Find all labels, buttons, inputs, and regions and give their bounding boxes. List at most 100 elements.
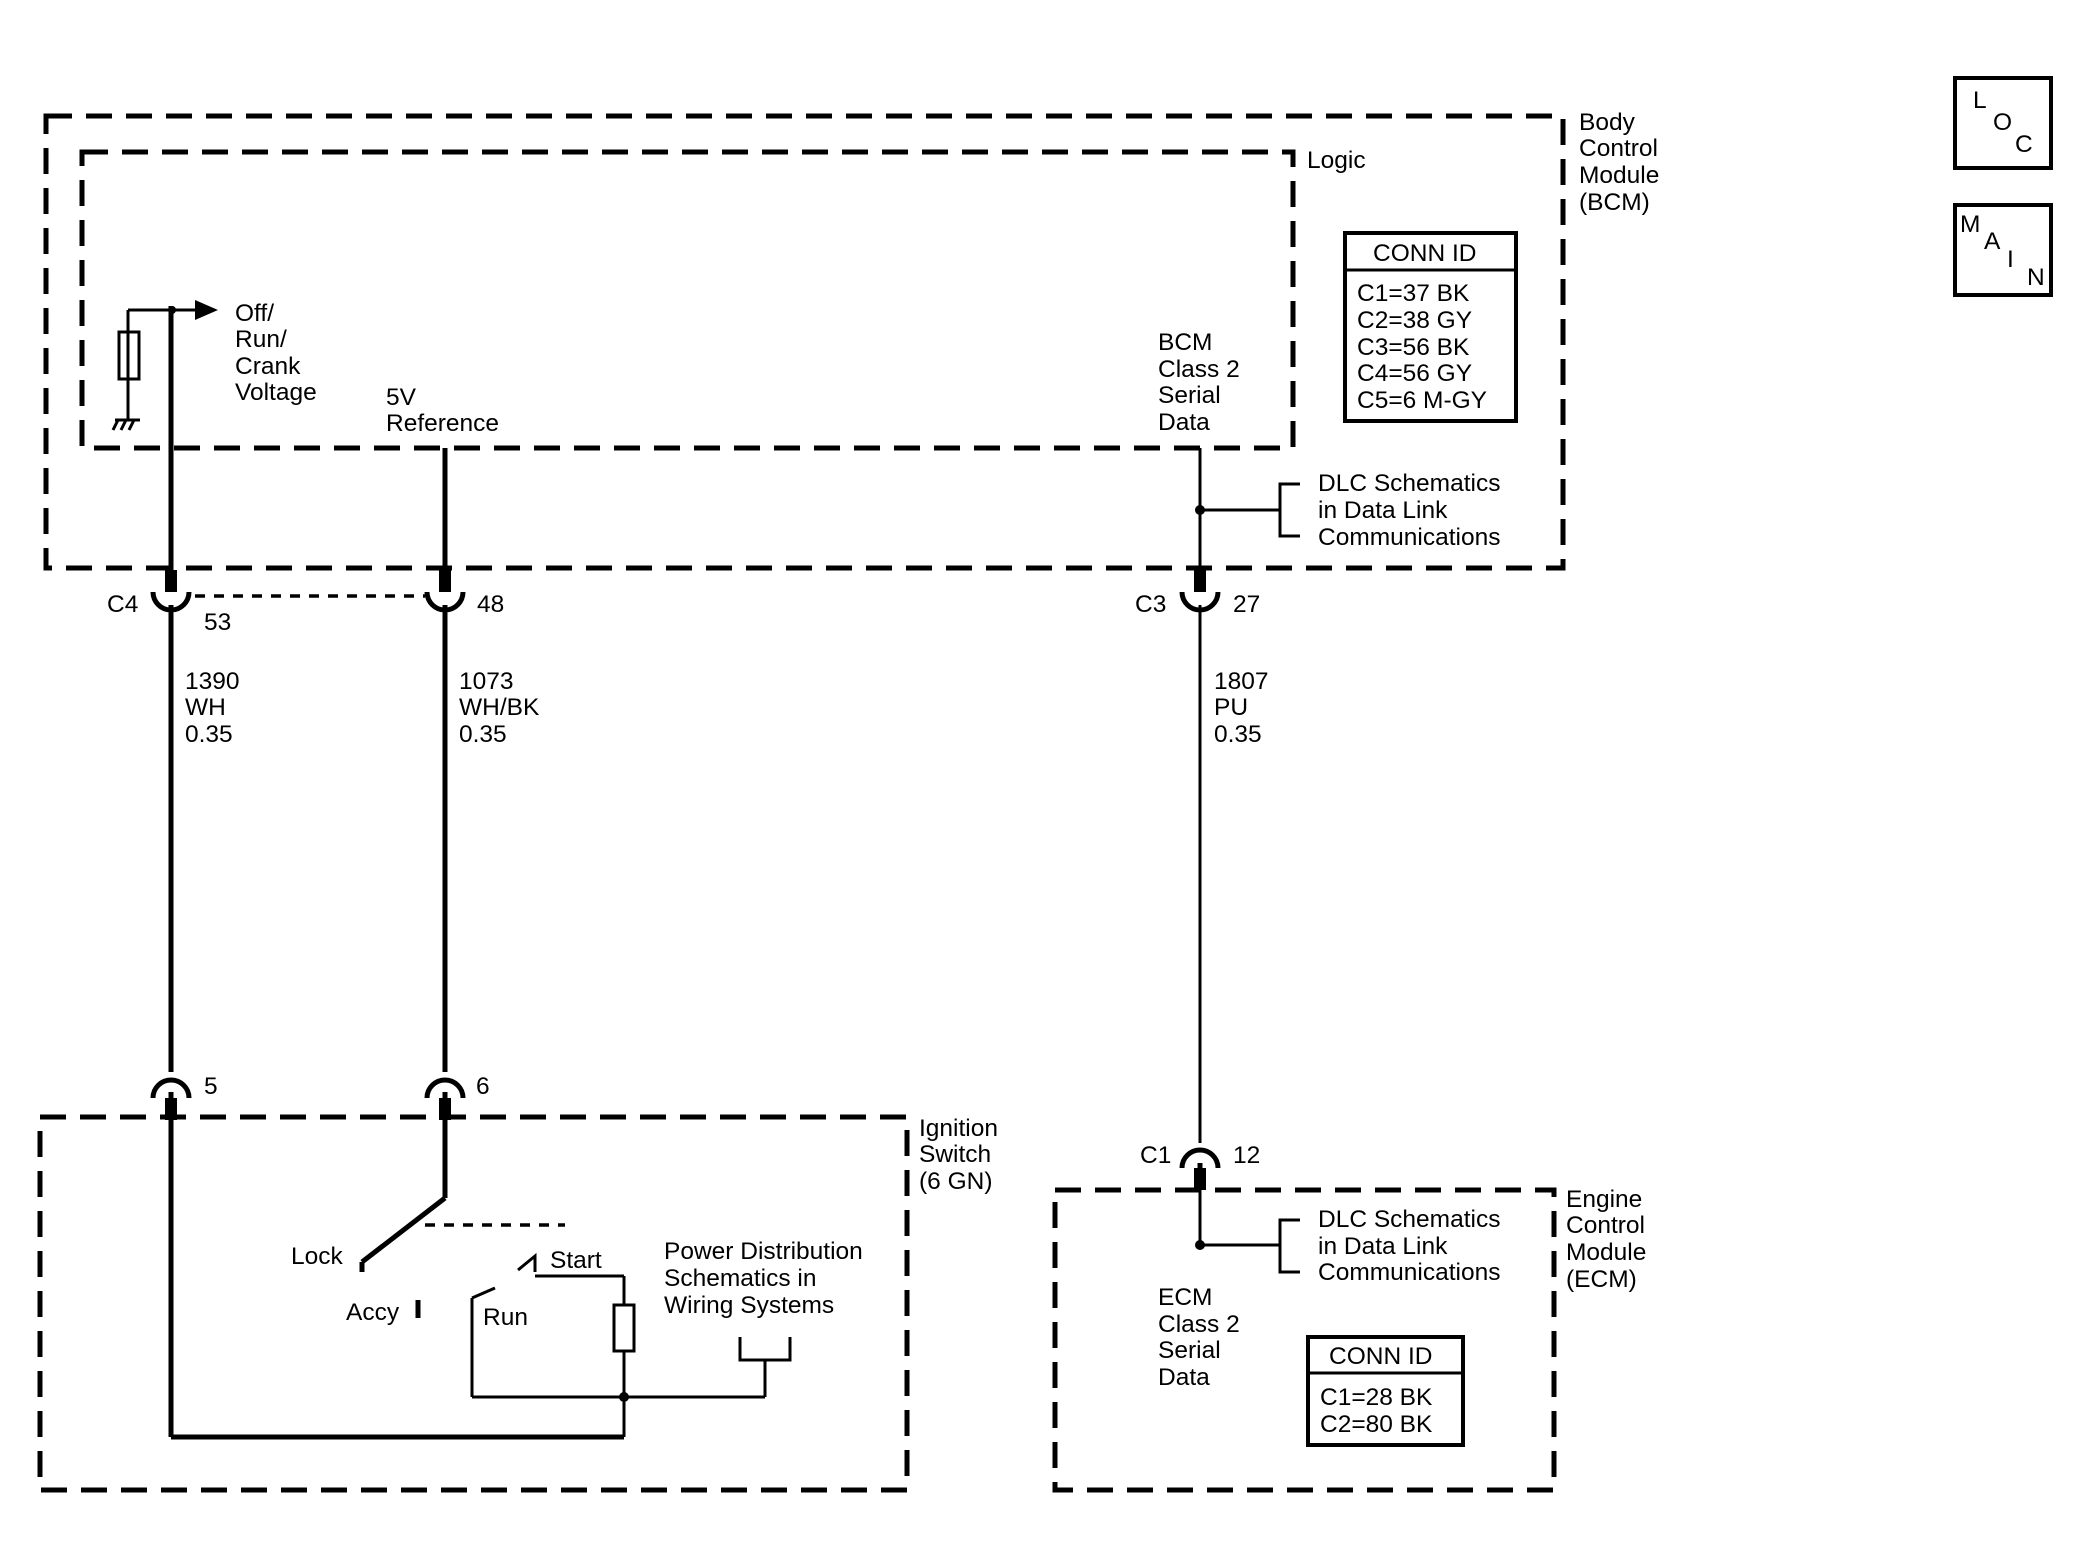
off-label-4: Voltage: [235, 379, 317, 406]
main-letter-m: M: [1960, 211, 1980, 238]
ecm-conn-row-2: C2=80 BK: [1320, 1411, 1433, 1438]
accy-label: Accy: [346, 1299, 400, 1326]
bcm-conn-row-2: C2=38 GY: [1357, 307, 1472, 334]
bcm-title-3: Module: [1579, 162, 1659, 189]
ecm-serial-label-2: Class 2: [1158, 1311, 1240, 1338]
w1073-color: WH/BK: [459, 694, 540, 721]
w1073-num: 1073: [459, 668, 514, 695]
w1390-num: 1390: [185, 668, 240, 695]
bcm-dlc-label-1[interactable]: DLC Schematics: [1318, 470, 1500, 497]
ecm-serial-label-1: ECM: [1158, 1284, 1212, 1311]
power-dist-bracket-icon: [738, 1337, 792, 1362]
main-button[interactable]: M A I N: [1953, 203, 2053, 297]
bcm-conn-row-4: C4=56 GY: [1357, 360, 1472, 387]
bcm-serial-label-2: Class 2: [1158, 356, 1240, 383]
ecm-conn-id-header: CONN ID: [1329, 1343, 1432, 1370]
ecm-dlc-bracket-icon: [1195, 1218, 1300, 1274]
bcm-conn-row-5: C5=6 M-GY: [1357, 387, 1487, 414]
loc-letter-c: C: [2015, 131, 2033, 158]
w1073-gauge: 0.35: [459, 721, 507, 748]
bcm-module: Logic Body Control Module (BCM) CONN ID …: [43, 109, 1659, 571]
ecm-serial-label-4: Data: [1158, 1364, 1210, 1391]
ecm-dlc-label-2[interactable]: in Data Link: [1318, 1233, 1448, 1260]
ignition-outline: [37, 1114, 910, 1493]
main-letter-a: A: [1984, 228, 2001, 255]
bcm-title-2: Control: [1579, 135, 1658, 162]
connector-ign-5: [150, 1077, 192, 1120]
w1807-color: PU: [1214, 694, 1248, 721]
voltage-arrow-icon: [195, 300, 218, 320]
bcm-outline: [43, 113, 1566, 571]
run-label: Run: [483, 1304, 528, 1331]
ref-5v-label-1: 5V: [386, 384, 417, 411]
bcm-conn-row-1: C1=37 BK: [1357, 280, 1470, 307]
off-label-1: Off/: [235, 300, 274, 327]
c4-label: C4: [107, 591, 138, 618]
main-letter-i: I: [2007, 246, 2014, 273]
c3-pin-label: 27: [1233, 591, 1260, 618]
power-dist-label-2[interactable]: Schematics in: [664, 1265, 817, 1292]
bcm-dlc-bracket-icon: [1195, 482, 1300, 538]
start-contact: [517, 1252, 537, 1272]
pullup-resistor: [117, 330, 141, 381]
logic-label: Logic: [1307, 147, 1366, 174]
c1-pin-label: 12: [1233, 1142, 1260, 1169]
ref-pin-label: 48: [477, 591, 504, 618]
lock-label: Lock: [291, 1243, 344, 1270]
ignition-switch: Ignition Switch (6 GN) Lock Accy Run Sta…: [37, 1114, 998, 1493]
bcm-serial-label-3: Serial: [1158, 382, 1221, 409]
bcm-conn-id-table: CONN ID C1=37 BK C2=38 GY C3=56 BK C4=56…: [1343, 231, 1518, 423]
start-label: Start: [550, 1247, 602, 1274]
ecm-dlc-label-1[interactable]: DLC Schematics: [1318, 1206, 1500, 1233]
ecm-module: Engine Control Module (ECM) DLC Schemati…: [1052, 1186, 1646, 1493]
off-run-crank-input: [111, 300, 218, 431]
ign-title-1: Ignition: [919, 1115, 998, 1142]
off-label-3: Crank: [235, 353, 301, 380]
ign-title-3: (6 GN): [919, 1168, 993, 1195]
c4-pin-label: 53: [204, 609, 231, 636]
ecm-serial-label-3: Serial: [1158, 1337, 1221, 1364]
ecm-title-1: Engine: [1566, 1186, 1642, 1213]
logic-outline: [79, 149, 1296, 451]
bcm-conn-id-header: CONN ID: [1373, 240, 1476, 267]
loc-button[interactable]: L O C: [1953, 76, 2053, 170]
loc-letter-o: O: [1993, 109, 2012, 136]
bcm-title-1: Body: [1579, 109, 1636, 136]
w1390-color: WH: [185, 694, 226, 721]
w1390-gauge: 0.35: [185, 721, 233, 748]
ecm-title-2: Control: [1566, 1212, 1645, 1239]
w1807-num: 1807: [1214, 668, 1269, 695]
loc-letter-l: L: [1973, 87, 1987, 114]
switch-blade: [360, 1196, 447, 1264]
bcm-title-4: (BCM): [1579, 189, 1650, 216]
off-label-2: Run/: [235, 326, 287, 353]
connector-c1-12: [1179, 1147, 1221, 1190]
ign-title-2: Switch: [919, 1141, 991, 1168]
bcm-dlc-label-2[interactable]: in Data Link: [1318, 497, 1448, 524]
start-resistor: [612, 1303, 636, 1353]
bcm-conn-row-3: C3=56 BK: [1357, 334, 1470, 361]
power-dist-label-3[interactable]: Wiring Systems: [664, 1292, 834, 1319]
connector-c4-53: [150, 570, 192, 613]
ecm-conn-id-table: CONN ID C1=28 BK C2=80 BK: [1306, 1335, 1465, 1447]
ign-pin-2-label: 6: [476, 1073, 490, 1100]
power-dist-label-1[interactable]: Power Distribution: [664, 1238, 863, 1265]
main-letter-n: N: [2027, 264, 2045, 291]
ecm-title-4: (ECM): [1566, 1266, 1637, 1293]
ecm-conn-row-1: C1=28 BK: [1320, 1384, 1433, 1411]
connector-48: [424, 570, 466, 613]
connector-c3-27: [1179, 570, 1221, 613]
bcm-serial-label-1: BCM: [1158, 329, 1212, 356]
ign-pin-1-label: 5: [204, 1073, 218, 1100]
c1-label: C1: [1140, 1142, 1171, 1169]
bcm-dlc-label-3[interactable]: Communications: [1318, 524, 1500, 551]
c3-label: C3: [1135, 591, 1166, 618]
connector-ign-6: [424, 1077, 466, 1120]
ref-5v-label-2: Reference: [386, 410, 499, 437]
w1807-gauge: 0.35: [1214, 721, 1262, 748]
run-contact: [471, 1286, 496, 1300]
ecm-dlc-label-3[interactable]: Communications: [1318, 1259, 1500, 1286]
ecm-title-3: Module: [1566, 1239, 1646, 1266]
bcm-serial-label-4: Data: [1158, 409, 1210, 436]
